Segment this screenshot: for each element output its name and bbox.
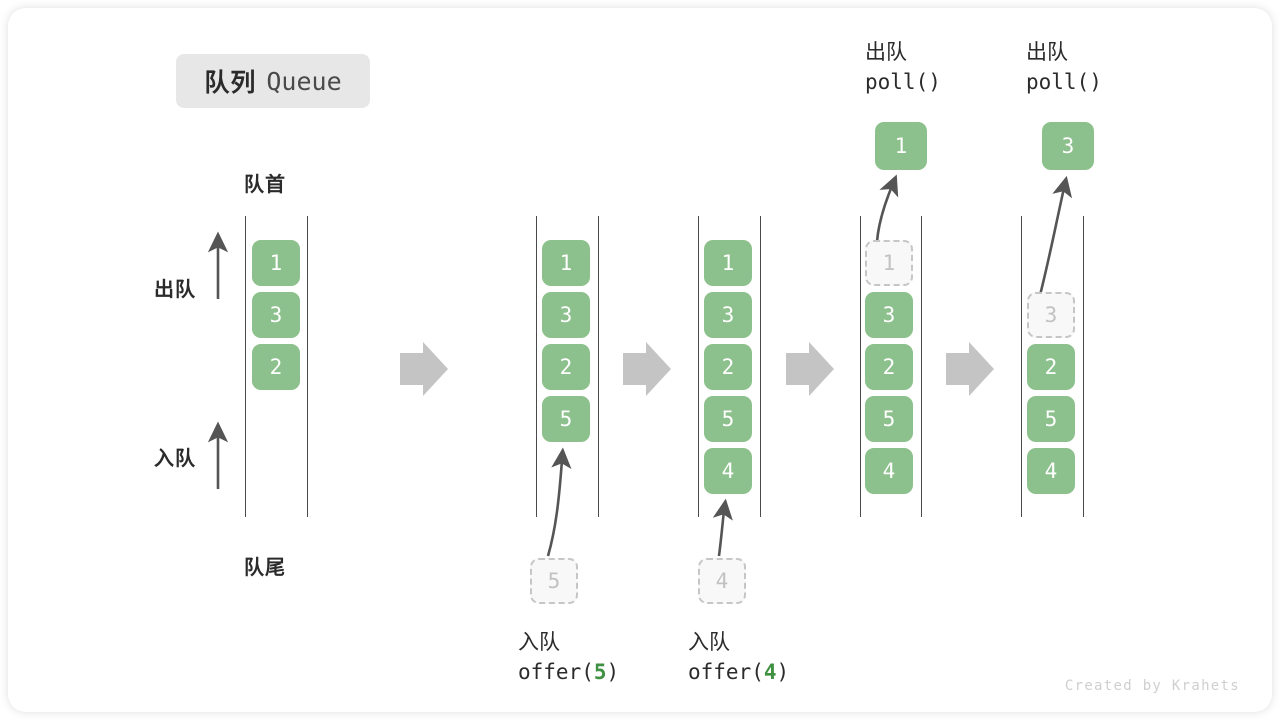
step-arrow-4	[946, 342, 994, 396]
caption-code: poll()	[1026, 69, 1102, 94]
queue-item-new: 5	[542, 396, 590, 442]
rail-right	[760, 216, 761, 517]
rail-left	[860, 216, 861, 517]
caption-label: 出队	[865, 41, 907, 64]
queue-item: 2	[1027, 344, 1075, 390]
rail-left	[698, 216, 699, 517]
removed-ghost-element: 3	[1027, 292, 1075, 338]
title-chinese: 队列	[204, 69, 257, 97]
caption-code: offer(5)	[518, 659, 620, 684]
queue-item: 2	[252, 344, 300, 390]
caption-label: 入队	[518, 631, 560, 654]
rail-left	[536, 216, 537, 517]
step-arrow-1	[400, 342, 448, 396]
rail-right	[921, 216, 922, 517]
rail-right	[1083, 216, 1084, 517]
queue-item: 2	[865, 344, 913, 390]
queue-item: 5	[865, 396, 913, 442]
queue-item: 5	[1027, 396, 1075, 442]
label-enqueue-direction: 入队	[154, 448, 196, 470]
rail-left	[1021, 216, 1022, 517]
incoming-ghost-element: 5	[530, 558, 578, 604]
queue-item-new: 4	[704, 448, 752, 494]
removed-ghost-element: 1	[865, 240, 913, 286]
caption-label: 出队	[1026, 41, 1068, 64]
step-arrow-3	[786, 342, 834, 396]
queue-item: 2	[704, 344, 752, 390]
queue-item: 1	[252, 240, 300, 286]
popped-element: 3	[1042, 122, 1094, 170]
queue-item: 1	[704, 240, 752, 286]
queue-item: 5	[704, 396, 752, 442]
title-english: Queue	[266, 66, 342, 96]
enqueue-arrow-5	[546, 447, 572, 557]
queue-item: 1	[542, 240, 590, 286]
enqueue-arrow-4	[712, 498, 733, 557]
watermark: Created by Krahets	[1064, 678, 1240, 694]
queue-item: 2	[542, 344, 590, 390]
rail-right	[307, 216, 308, 517]
queue-item: 4	[1027, 448, 1075, 494]
step-arrow-2	[623, 342, 671, 396]
rail-left	[245, 216, 246, 517]
caption-code: poll()	[865, 69, 941, 94]
queue-item: 3	[704, 292, 752, 338]
caption-poll-3: 出队 poll()	[1026, 38, 1102, 98]
queue-item: 3	[542, 292, 590, 338]
label-queue-front: 队首	[244, 174, 286, 196]
queue-item: 3	[252, 292, 300, 338]
popped-element: 1	[875, 122, 927, 170]
caption-poll-1: 出队 poll()	[865, 38, 941, 98]
diagram-card: 队列 Queue 队首 队尾 出队 入队	[8, 8, 1272, 712]
caption-offer-4: 入队 offer(4)	[688, 628, 789, 688]
diagram-title-chip: 队列 Queue	[176, 54, 370, 108]
rail-right	[598, 216, 599, 517]
label-dequeue-direction: 出队	[154, 279, 196, 301]
caption-code: offer(4)	[688, 659, 790, 684]
queue-item: 3	[865, 292, 913, 338]
caption-label: 入队	[688, 631, 730, 654]
label-queue-rear: 队尾	[244, 557, 286, 579]
queue-item: 4	[865, 448, 913, 494]
incoming-ghost-element: 4	[698, 558, 746, 604]
caption-offer-5: 入队 offer(5)	[518, 628, 619, 688]
